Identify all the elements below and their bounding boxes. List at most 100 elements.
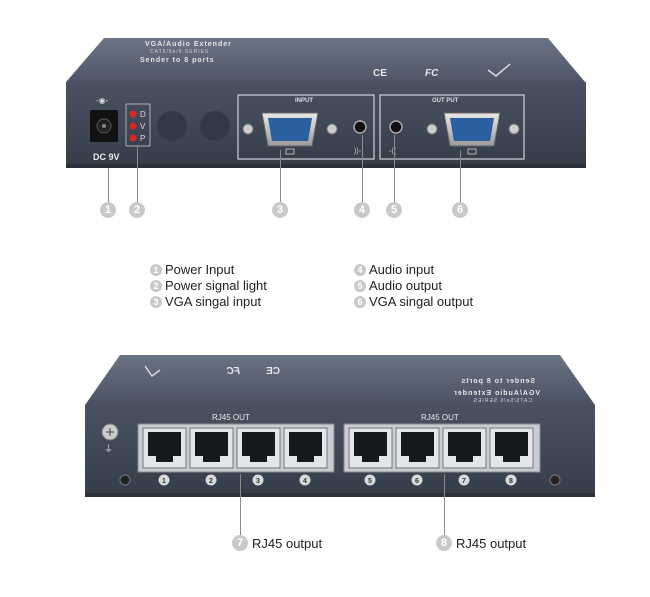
- port-number-badge: [411, 474, 423, 486]
- rj45-port-opening: [495, 432, 528, 462]
- leader-line: [240, 474, 241, 536]
- screw-icon: [549, 474, 561, 486]
- rj45-port-opening: [148, 432, 181, 462]
- port-number: 7: [462, 478, 466, 485]
- rj45-port-opening: [448, 432, 481, 462]
- port-number-badge: [252, 474, 264, 486]
- bottom-device-illustration: Sender to 8 ports VGA/Audio Extender CAT…: [85, 355, 595, 497]
- ce-mark: CE: [266, 366, 280, 377]
- led-label-v: V: [140, 122, 146, 131]
- legend-text: Power Input: [165, 262, 235, 277]
- port-number: 8: [509, 478, 513, 485]
- callout-text: RJ45 output: [252, 535, 323, 551]
- brand-logo-icon: [487, 63, 511, 77]
- legend-number: 5: [354, 279, 366, 292]
- screw-icon: [326, 123, 338, 135]
- legend-item: 6 VGA singal output: [354, 294, 473, 309]
- leader-line: [108, 168, 109, 202]
- leader-line: [362, 135, 363, 202]
- port-number: 5: [368, 478, 372, 485]
- led-label-p: P: [140, 134, 145, 143]
- brand-logo-icon: [144, 365, 161, 378]
- port-number-badge: [299, 474, 311, 486]
- lid-text-line2: VGA/Audio Extender: [453, 390, 540, 397]
- rj45-out-label-left: RJ45 OUT: [212, 413, 250, 422]
- rj45-port-opening: [242, 432, 275, 462]
- audio-out-icon: ◦((: [389, 148, 397, 155]
- port-number: 1: [162, 478, 166, 485]
- port-number-badge: [458, 474, 470, 486]
- rj45-port-opening: [354, 432, 387, 462]
- legend-number: 1: [150, 263, 162, 276]
- lid-text-line2: CAT5/5e/6 SERIES: [150, 49, 209, 55]
- leader-line: [280, 150, 281, 202]
- fc-mark: FC: [425, 68, 439, 79]
- top-device-lid: [66, 38, 585, 82]
- callout-7: 7 RJ45 output: [232, 535, 322, 551]
- led-v-icon: [129, 122, 137, 130]
- legend-number: 6: [354, 295, 366, 308]
- audio-in-icon: ))◦: [354, 148, 361, 155]
- legend-text: VGA singal output: [369, 294, 474, 309]
- top-device-face: [66, 82, 586, 166]
- callout-3: 3: [272, 202, 288, 218]
- legend-number: 4: [354, 263, 366, 276]
- callout-6: 6: [452, 202, 468, 218]
- input-label: INPUT: [295, 98, 313, 104]
- callout-4: 4: [354, 202, 370, 218]
- fc-mark: FC: [226, 366, 240, 377]
- ce-mark: CE: [373, 68, 387, 79]
- callout-1: 1: [100, 202, 116, 218]
- port-number-badge: [158, 474, 170, 486]
- led-label-d: D: [140, 110, 146, 119]
- rj45-port-opening: [289, 432, 322, 462]
- legend-item: 5 Audio output: [354, 278, 442, 293]
- lid-text-line1: Sender to 8 ports: [460, 378, 535, 385]
- leader-line: [444, 474, 445, 536]
- blank-plug: [157, 111, 187, 141]
- legend-number: 2: [150, 279, 162, 292]
- callout-text: RJ45 output: [456, 535, 527, 551]
- port-number: 4: [303, 478, 307, 485]
- output-label: OUT PUT: [432, 98, 459, 104]
- screw-icon: [119, 474, 131, 486]
- port-number-badge: [364, 474, 376, 486]
- screw-icon: [242, 123, 254, 135]
- legend-text: Audio output: [369, 278, 443, 293]
- rj45-port-opening: [401, 432, 434, 462]
- legend-item: 1 Power Input: [150, 262, 234, 277]
- leader-line: [394, 135, 395, 202]
- lid-text-line1: VGA/Audio Extender: [145, 41, 232, 48]
- port-number: 2: [209, 478, 213, 485]
- port-number: 3: [256, 478, 260, 485]
- callout-5: 5: [386, 202, 402, 218]
- callout-8: 8 RJ45 output: [436, 535, 526, 551]
- leader-line: [137, 146, 138, 202]
- lid-text-line3: CAT5/5e/6 SERIES: [473, 398, 532, 404]
- power-label: DC 9V: [93, 152, 120, 162]
- audio-input-port: [353, 120, 367, 134]
- legend-number: 3: [150, 295, 162, 308]
- ground-symbol-icon: ⏚: [104, 444, 113, 454]
- port-number-badge: [205, 474, 217, 486]
- legend-text: Audio input: [369, 262, 435, 277]
- callout-number: 8: [436, 535, 452, 551]
- audio-output-port: [389, 120, 403, 134]
- led-p-icon: [129, 134, 137, 142]
- port-number: 6: [415, 478, 419, 485]
- screw-icon: [426, 123, 438, 135]
- callout-2: 2: [129, 202, 145, 218]
- bottom-device-lid: [85, 355, 595, 405]
- blank-plug: [200, 111, 230, 141]
- legend-text: VGA singal input: [165, 294, 262, 309]
- legend-item: 4 Audio input: [354, 262, 434, 277]
- power-symbol-icon: -◉-: [96, 96, 109, 105]
- rj45-out-label-right: RJ45 OUT: [421, 413, 459, 422]
- screw-icon: [508, 123, 520, 135]
- rj45-port-opening: [195, 432, 228, 462]
- legend-item: 2 Power signal light: [150, 278, 267, 293]
- port-number-badge: [505, 474, 517, 486]
- callout-number: 7: [232, 535, 248, 551]
- top-device-illustration: VGA/Audio Extender CAT5/5e/6 SERIES Send…: [66, 38, 586, 168]
- leader-line: [460, 150, 461, 202]
